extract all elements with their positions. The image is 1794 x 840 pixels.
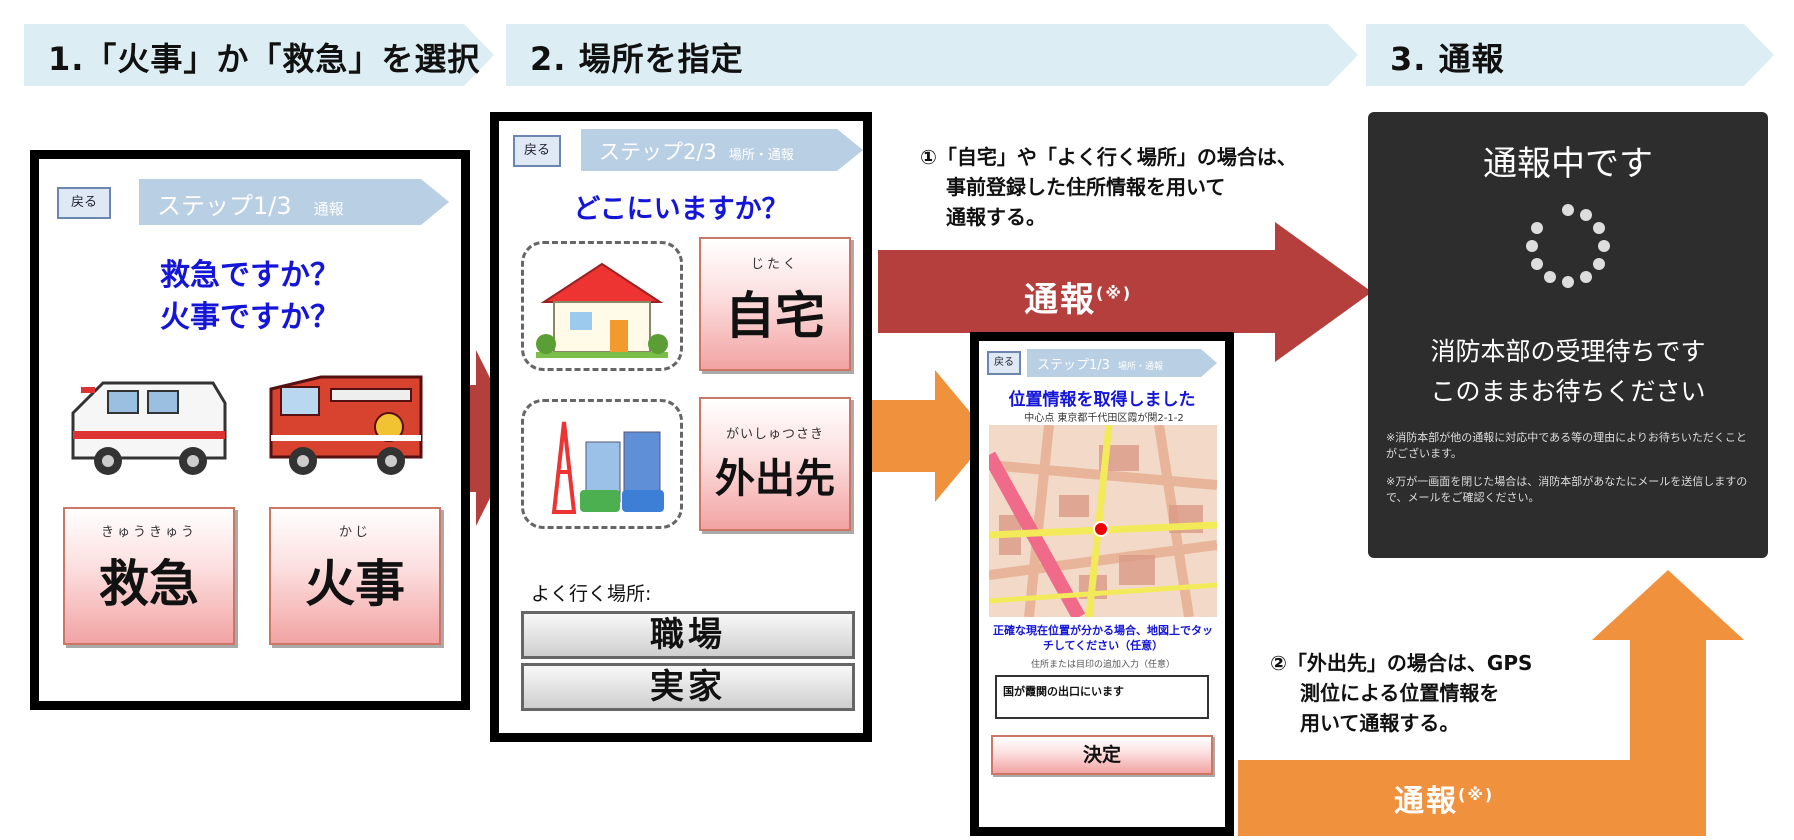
arrow-label-gps-text: 通報 — [1394, 784, 1458, 819]
back-button[interactable]: 戻る — [513, 135, 561, 167]
fire-engine-icon — [269, 375, 423, 475]
wait-message-line-1: 消防本部の受理待ちです — [1430, 337, 1706, 366]
home-illustration-frame — [521, 241, 683, 371]
back-button[interactable]: 戻る — [57, 187, 111, 219]
map-title: 位置情報を取得しました — [1008, 390, 1196, 410]
arrow-label-gps-mark: (※) — [1458, 785, 1495, 804]
step-3-label: 3. 通報 — [1390, 40, 1505, 78]
step-indicator-label: ステップ1/3 — [1037, 358, 1110, 373]
step-indicator: ステップ2/3 場所・通報 — [581, 129, 863, 175]
question-line-2: 火事ですか？ — [160, 300, 340, 335]
arrow-gps-report — [1238, 570, 1744, 836]
ambulance-icon — [71, 381, 227, 475]
screen-map: 戻る ステップ1/3 場所・通報 位置情報を取得しました 中心点 東京都千代田区霞… — [970, 332, 1234, 836]
frequent-label: よく行く場所: — [531, 583, 652, 605]
arrow-label-home-text: 通報 — [1024, 280, 1096, 320]
arrow-label-gps: 通報(※) — [1394, 776, 1494, 820]
outside-label: 外出先 — [715, 456, 835, 502]
wait-message-line-2: このままお待ちください — [1430, 377, 1706, 406]
screen-step2: 戻る ステップ2/3 場所・通報 どこにいますか？ じたく 自宅 がいしゅつさき — [490, 112, 872, 742]
step-indicator: ステップ1/3 通報 — [139, 179, 449, 229]
back-button[interactable]: 戻る — [987, 351, 1021, 375]
step-indicator: ステップ1/3 場所・通報 — [1027, 349, 1217, 381]
outside-illustration-frame — [521, 399, 683, 529]
note-home-line-2: 事前登録した住所情報を用いて — [946, 175, 1226, 199]
step-header-1: 1.「火事」か「救急」を選択 — [24, 24, 494, 86]
note-home-line-1: ①「自宅」や「よく行く場所」の場合は、 — [920, 145, 1297, 169]
city-icon — [551, 421, 664, 514]
house-icon — [536, 262, 668, 358]
question: 救急ですか？ 火事ですか？ — [39, 255, 461, 339]
kyukyu-button[interactable]: きゅうきゅう 救急 — [63, 507, 235, 645]
home-ruby: じたく — [750, 257, 799, 272]
kaji-label: 火事 — [305, 555, 405, 613]
kaji-button[interactable]: かじ 火事 — [269, 507, 441, 645]
frequent-place-workplace[interactable]: 職場 — [521, 611, 855, 659]
location-pin-icon — [1093, 521, 1109, 537]
note-home: ①「自宅」や「よく行く場所」の場合は、 事前登録した住所情報を用いて 通報する。 — [920, 142, 1297, 232]
map-view[interactable] — [989, 425, 1217, 617]
step-1-label: 1.「火事」か「救急」を選択 — [48, 40, 481, 78]
screen-step1: 戻る ステップ1/3 通報 救急ですか？ 火事ですか？ きゅうきゅう 救急 かじ … — [30, 150, 470, 710]
kyukyu-label: 救急 — [99, 555, 199, 613]
step-header-3: 3. 通報 — [1366, 24, 1774, 86]
step-2-label: 2. 場所を指定 — [530, 40, 744, 78]
frequent-place-parents-home[interactable]: 実家 — [521, 663, 855, 711]
outside-ruby: がいしゅつさき — [725, 427, 824, 442]
map-instruction: 正確な現在位置が分かる場合、地図上でタッチしてください（任意） — [993, 624, 1213, 652]
kaji-ruby: かじ — [338, 525, 371, 540]
outside-button[interactable]: がいしゅつさき 外出先 — [699, 397, 851, 531]
question: どこにいますか？ — [573, 194, 789, 225]
note-home-line-3: 通報する。 — [946, 205, 1046, 229]
arrow-label-home: 通報(※) — [1024, 272, 1132, 321]
note-gps-line-2: 測位による位置情報を — [1300, 681, 1500, 705]
step-indicator-label: ステップ1/3 — [157, 192, 292, 220]
loading-spinner-icon — [1526, 204, 1610, 288]
step-indicator-sub: 場所・通報 — [728, 148, 794, 163]
map-address: 中心点 東京都千代田区霞が関2-1-2 — [1024, 413, 1184, 424]
note-1: ※消防本部が他の通報に対応中である等の理由によりお待ちいただくことがございます。 — [1386, 431, 1747, 460]
map-sub-instruction: 住所または目印の追加入力（任意） — [1030, 660, 1175, 670]
home-label: 自宅 — [725, 287, 825, 345]
screen-step3: 通報中です 消防本部の受理待ちです このままお待ちください ※消防本部が他の通報… — [1368, 112, 1768, 558]
step-indicator-sub: 場所・通報 — [1117, 362, 1163, 372]
note-2: ※万が一画面を閉じた場合は、消防本部があなたにメールを送信しますので、メールをご… — [1386, 475, 1748, 504]
note-gps-line-3: 用いて通報する。 — [1300, 711, 1460, 735]
arrow-label-home-mark: (※) — [1096, 283, 1133, 303]
arrow-out-to-map — [872, 370, 990, 502]
location-note-input[interactable]: 国が霞関の出口にいます — [995, 675, 1209, 719]
note-gps: ②「外出先」の場合は、GPS 測位による位置情報を 用いて通報する。 — [1270, 648, 1532, 738]
home-button[interactable]: じたく 自宅 — [699, 237, 851, 371]
kyukyu-ruby: きゅうきゅう — [100, 525, 197, 540]
note-gps-line-1: ②「外出先」の場合は、GPS — [1270, 651, 1533, 675]
step-header-2: 2. 場所を指定 — [506, 24, 1358, 86]
reporting-title: 通報中です — [1483, 144, 1653, 184]
submit-button[interactable]: 決定 — [991, 735, 1213, 775]
question-line-1: 救急ですか？ — [160, 258, 340, 293]
step-indicator-label: ステップ2/3 — [599, 140, 717, 164]
wait-message: 消防本部の受理待ちです このままお待ちください — [1368, 332, 1768, 412]
arrow-home-report — [878, 222, 1372, 362]
step-indicator-sub: 通報 — [313, 200, 344, 218]
